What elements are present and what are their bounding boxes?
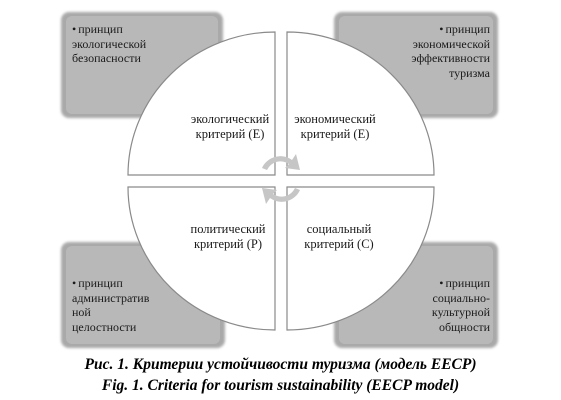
label-line: критерий (E): [300, 127, 370, 141]
label-line: экономический: [294, 112, 376, 126]
quadrant-label-political: политический критерий (P): [183, 222, 273, 252]
label-line: экологический: [190, 112, 270, 126]
box-line: экономической: [412, 36, 490, 51]
box-bottom-right-text: принцип социально- культурной общности: [432, 276, 490, 334]
label-line: критерий (C): [304, 237, 374, 251]
caption-english: Fig. 1. Criteria for tourism sustainabil…: [101, 377, 460, 394]
box-top-left-text: принцип экологической безопасности: [72, 22, 146, 66]
box-bottom-left-text: принцип административ ной целостности: [72, 276, 149, 334]
quadrant-label-social: социальный критерий (C): [294, 222, 384, 252]
box-line: общности: [438, 319, 490, 334]
box-line: административ: [72, 290, 150, 305]
box-line: принцип: [432, 276, 490, 291]
box-line: безопасности: [72, 51, 141, 65]
circle-quadrants: [127, 31, 435, 331]
box-line: эффективности: [411, 51, 490, 65]
quadrant-bottom-left: [127, 186, 276, 331]
cycle-arrows: [262, 154, 300, 204]
box-top-right-text: принцип экономической эффективности тури…: [411, 22, 490, 80]
quadrant-label-economic: экономический критерий (E): [290, 112, 380, 142]
box-line: принцип: [72, 22, 146, 37]
box-line: принцип: [411, 22, 490, 37]
box-line: социально-: [432, 290, 490, 305]
box-line: ной: [72, 305, 91, 319]
caption-russian: Рис. 1. Критерии устойчивости туризма (м…: [84, 356, 477, 373]
quadrant-top-right: [286, 31, 435, 176]
box-line: экологической: [72, 36, 147, 51]
box-line: культурной: [431, 305, 490, 319]
label-line: критерий (P): [193, 237, 263, 251]
box-line: целостности: [72, 319, 137, 334]
quadrant-top-left: [127, 31, 276, 176]
box-line: туризма: [449, 65, 490, 80]
quadrant-label-ecological: экологический критерий (E): [185, 112, 275, 142]
label-line: политический: [190, 222, 266, 236]
label-line: социальный: [306, 222, 372, 236]
label-line: критерий (E): [195, 127, 265, 141]
box-line: принцип: [72, 276, 149, 291]
quadrant-bottom-right: [286, 186, 435, 331]
